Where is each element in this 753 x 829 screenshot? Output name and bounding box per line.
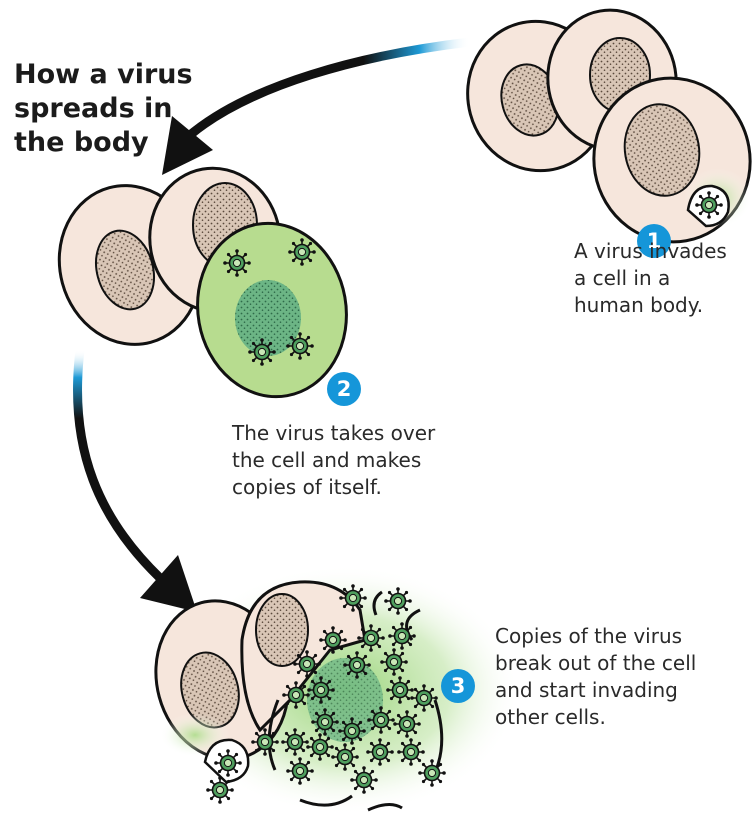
diagram-title: How a virus spreads in the body	[14, 58, 214, 160]
step-3-caption: Copies of the virus break out of the cel…	[495, 623, 745, 731]
step-2-badge: 2	[327, 372, 361, 406]
step-2-caption: The virus takes over the cell and makes …	[232, 420, 472, 501]
step-3-badge: 3	[441, 669, 475, 703]
step-1-caption: A virus invades a cell in a human body.	[574, 238, 750, 319]
step-2-cells	[42, 158, 360, 409]
step-1-cells	[451, 0, 753, 254]
arrow-step2-to-step3	[78, 350, 197, 612]
